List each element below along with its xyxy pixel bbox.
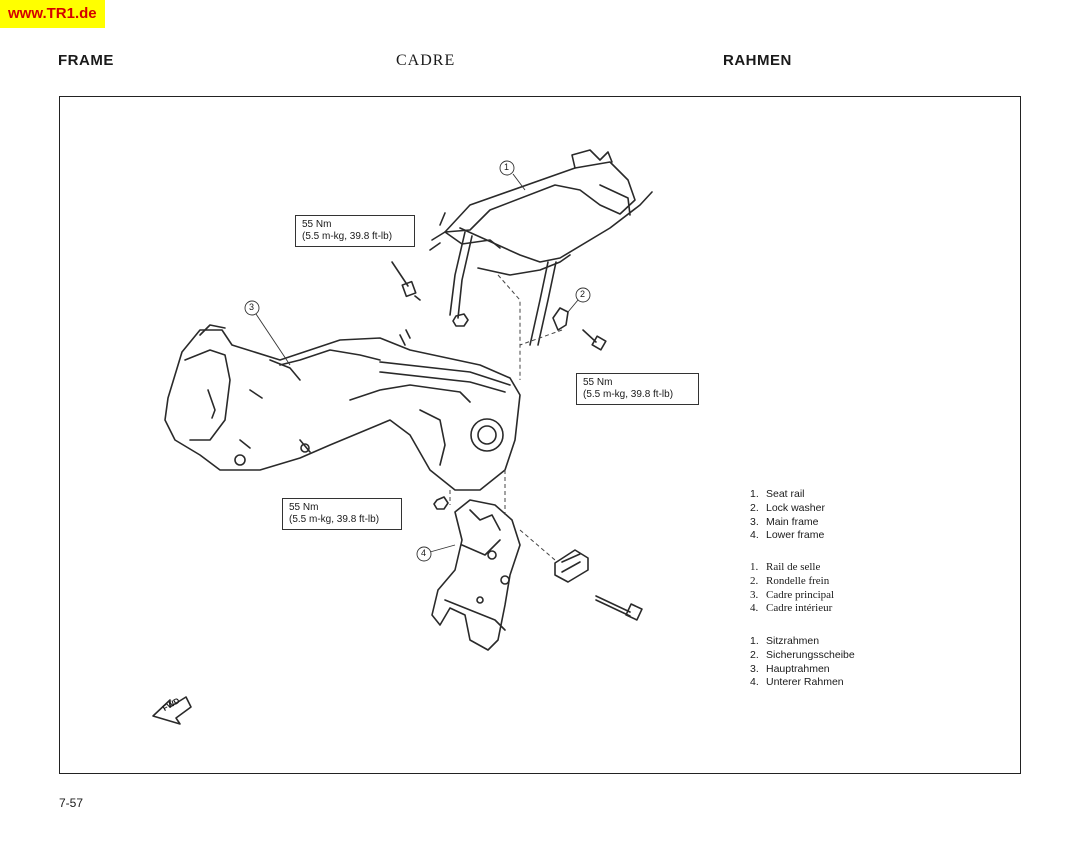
- legend-item: 3.Cadre principal: [750, 588, 835, 601]
- legend-item: 2.Rondelle frein: [750, 574, 830, 587]
- callout-3: 3: [249, 302, 255, 312]
- top-bolt-drawing: [391, 261, 469, 327]
- legend-item: 4.Unterer Rahmen: [750, 676, 844, 689]
- page-number: 7-57: [59, 796, 84, 810]
- legend-item: 1.Sitzrahmen: [750, 635, 820, 647]
- torque-detail: (5.5 m-kg, 39.8 ft-lb): [289, 514, 380, 525]
- torque-value: 55 Nm: [289, 502, 319, 513]
- seat-rail-drawing: [429, 149, 653, 346]
- legend-item: 2.Lock washer: [750, 501, 825, 514]
- legend-item: 1.Rail de selle: [750, 561, 821, 573]
- lock-washer-drawing: [552, 307, 607, 351]
- torque-value: 55 Nm: [583, 377, 613, 388]
- torque-spec-right: 55 Nm (5.5 m-kg, 39.8 ft-lb): [576, 373, 699, 405]
- site-watermark: www.TR1.de: [0, 0, 105, 28]
- torque-value: 55 Nm: [302, 219, 332, 230]
- legend-item: 3.Hauptrahmen: [750, 662, 830, 675]
- legend-item: 1.Seat rail: [750, 488, 805, 500]
- fwd-arrow-icon: [152, 696, 192, 725]
- legend-french: 1.Rail de selle 2.Rondelle frein 3.Cadre…: [750, 561, 834, 616]
- legend-item: 2.Sicherungsscheibe: [750, 648, 855, 661]
- mount-and-bolt-drawing: [554, 549, 643, 621]
- lower-frame-drawing: [431, 496, 521, 651]
- title-german: RAHMEN: [723, 52, 792, 69]
- legend-german: 1.Sitzrahmen 2.Sicherungsscheibe 3.Haupt…: [750, 635, 855, 690]
- main-frame-drawing: [164, 324, 521, 491]
- legend-item: 3.Main frame: [750, 515, 819, 528]
- legend-item: 4.Lower frame: [750, 529, 825, 542]
- callout-4: 4: [421, 548, 427, 558]
- torque-spec-top: 55 Nm (5.5 m-kg, 39.8 ft-lb): [295, 215, 415, 247]
- torque-spec-lower: 55 Nm (5.5 m-kg, 39.8 ft-lb): [282, 498, 402, 530]
- legend-english: 1.Seat rail 2.Lock washer 3.Main frame 4…: [750, 488, 825, 543]
- callout-1: 1: [504, 162, 510, 172]
- torque-detail: (5.5 m-kg, 39.8 ft-lb): [302, 231, 393, 242]
- title-french: CADRE: [396, 52, 456, 69]
- diagram-frame: [59, 96, 1021, 774]
- callout-2: 2: [580, 289, 586, 299]
- legend-item: 4.Cadre intérieur: [750, 602, 833, 615]
- torque-detail: (5.5 m-kg, 39.8 ft-lb): [583, 389, 674, 400]
- title-english: FRAME: [58, 52, 114, 69]
